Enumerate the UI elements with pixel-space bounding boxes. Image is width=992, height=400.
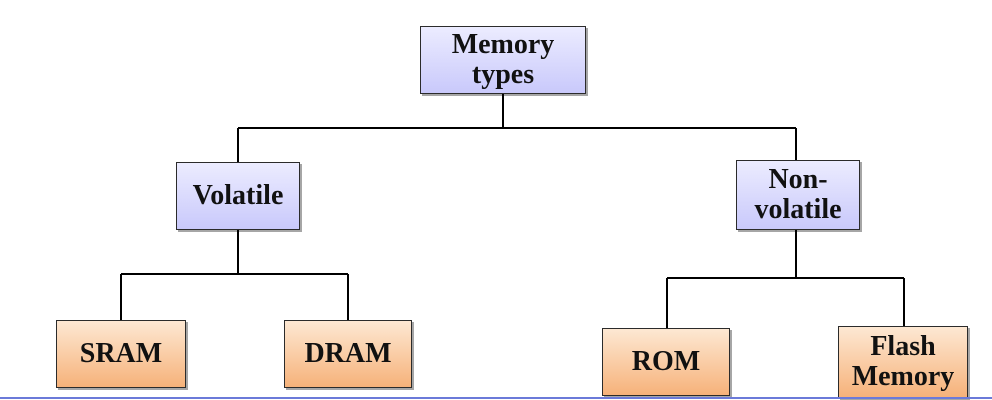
node-sram: SRAM [56, 320, 186, 388]
node-volatile-label: Volatile [192, 180, 284, 211]
node-flash-memory-label: Flash Memory [851, 331, 955, 392]
node-flash-memory: Flash Memory [838, 326, 968, 398]
node-memory-types: Memory types [420, 26, 586, 94]
node-non-volatile-label: Non- volatile [754, 164, 842, 225]
node-dram-label: DRAM [304, 338, 392, 369]
node-sram-label: SRAM [79, 338, 163, 369]
node-rom: ROM [602, 328, 730, 396]
node-rom-label: ROM [631, 346, 701, 377]
node-non-volatile: Non- volatile [736, 160, 860, 230]
node-memory-types-label: Memory types [451, 29, 555, 90]
node-volatile: Volatile [176, 162, 300, 230]
bottom-rule [0, 397, 992, 399]
node-dram: DRAM [284, 320, 412, 388]
